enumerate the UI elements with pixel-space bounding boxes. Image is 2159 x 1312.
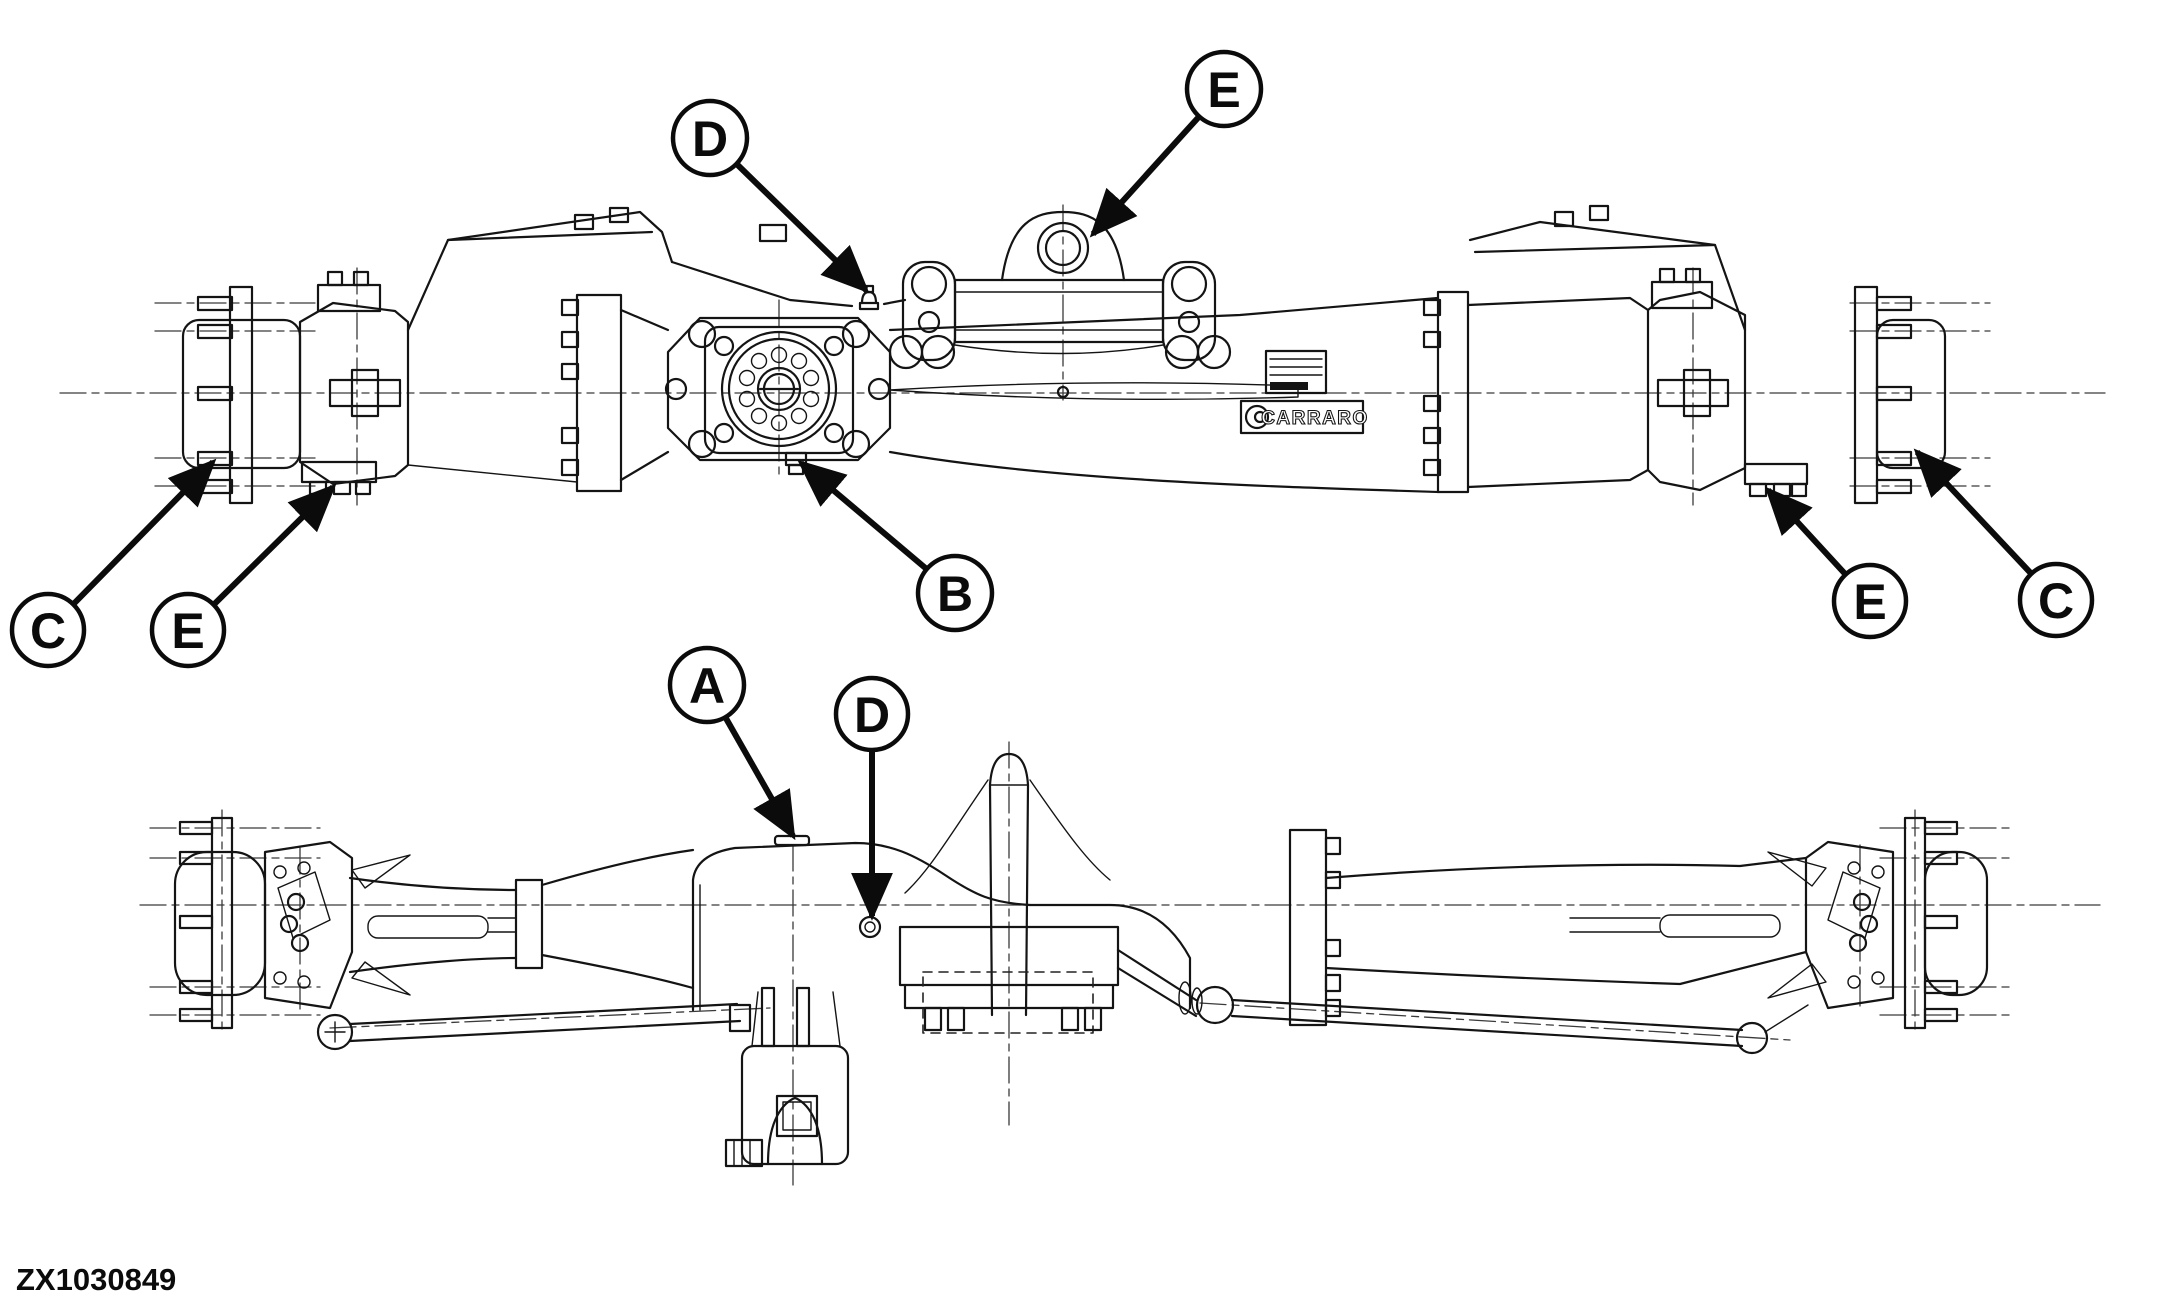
oil-plug-d — [858, 915, 882, 939]
callout-circle — [915, 553, 995, 633]
carraro-logo-text: CARRARO — [1261, 408, 1369, 429]
callout-e-1: E — [1089, 49, 1264, 238]
callout-letter: E — [171, 603, 204, 659]
left-knuckle-plan — [263, 840, 354, 1010]
callout-arrow — [1764, 486, 1848, 577]
callout-circle — [1831, 562, 1909, 640]
callouts-layer: D E C E B E C A D — [9, 49, 2095, 921]
right-tube-flange — [1436, 290, 1470, 494]
figure-code: ZX1030849 — [16, 1262, 177, 1297]
carraro-logo-plate: CARRARO — [1239, 399, 1369, 435]
right-hub-drum-plan — [1923, 850, 1989, 997]
callout-arrow — [797, 459, 929, 572]
left-hub-drum — [181, 318, 302, 470]
serial-plate — [1264, 349, 1328, 395]
callout-circle — [2017, 561, 2095, 639]
cylinder-mount-band — [898, 925, 1120, 987]
callout-letter: D — [854, 687, 890, 743]
callout-circle — [670, 98, 750, 178]
callout-letter: E — [1207, 62, 1240, 118]
center-hub-plate — [703, 325, 855, 455]
callout-letter: B — [937, 566, 973, 622]
callout-letter: E — [1853, 574, 1886, 630]
callout-circle — [833, 675, 911, 753]
center-carrier-frame — [666, 316, 892, 462]
input-pinion-housing — [724, 1044, 850, 1168]
trunnion-pedestal — [988, 752, 1030, 1017]
center-tie-rod-ball — [1195, 985, 1235, 1025]
callout-d-8: D — [833, 675, 911, 921]
callout-letter: C — [30, 603, 66, 659]
right-tube-flange-plan — [1288, 828, 1328, 1027]
callout-c-2: C — [9, 458, 217, 669]
callout-arrow — [71, 458, 217, 607]
callout-arrow — [1913, 448, 2034, 576]
callout-letter: C — [2038, 573, 2074, 629]
left-tie-rod-ball — [316, 1013, 354, 1051]
callout-circle — [149, 591, 227, 669]
right-tie-rod-ball — [1735, 1021, 1769, 1055]
callout-a-7: A — [667, 645, 796, 841]
callout-arrow — [722, 715, 796, 841]
axle-side-view: CARRARO — [59, 204, 2106, 506]
top-support-bracket — [888, 210, 1232, 370]
callout-d-0: D — [670, 98, 870, 294]
left-tube-flange — [575, 293, 623, 493]
callout-e-3: E — [149, 483, 337, 669]
right-hub-drum — [1875, 318, 1947, 470]
right-knuckle — [1646, 290, 1747, 492]
filler-cap-a — [773, 834, 811, 847]
left-hub-drum-plan — [173, 850, 267, 997]
callout-e-5: E — [1764, 486, 1909, 640]
tie-rod-silhouette — [889, 382, 1299, 401]
callout-arrow — [734, 161, 870, 294]
right-hub-flange — [1853, 285, 1879, 505]
axle-plan-view — [139, 741, 2101, 1186]
diff-housing-dome — [691, 841, 1032, 1012]
callout-letter: A — [689, 658, 725, 714]
left-hub-flange — [228, 285, 254, 505]
right-kingpin-flange — [1743, 462, 1809, 486]
right-knuckle-plan — [1804, 840, 1895, 1010]
callout-circle — [667, 645, 747, 725]
callout-circle — [1184, 49, 1264, 129]
callout-arrow — [1089, 114, 1202, 238]
callout-b-4: B — [797, 459, 995, 633]
callout-circle — [9, 591, 87, 669]
callout-c-6: C — [1913, 448, 2095, 639]
callout-arrow — [211, 483, 337, 607]
callout-letter: D — [692, 111, 728, 167]
